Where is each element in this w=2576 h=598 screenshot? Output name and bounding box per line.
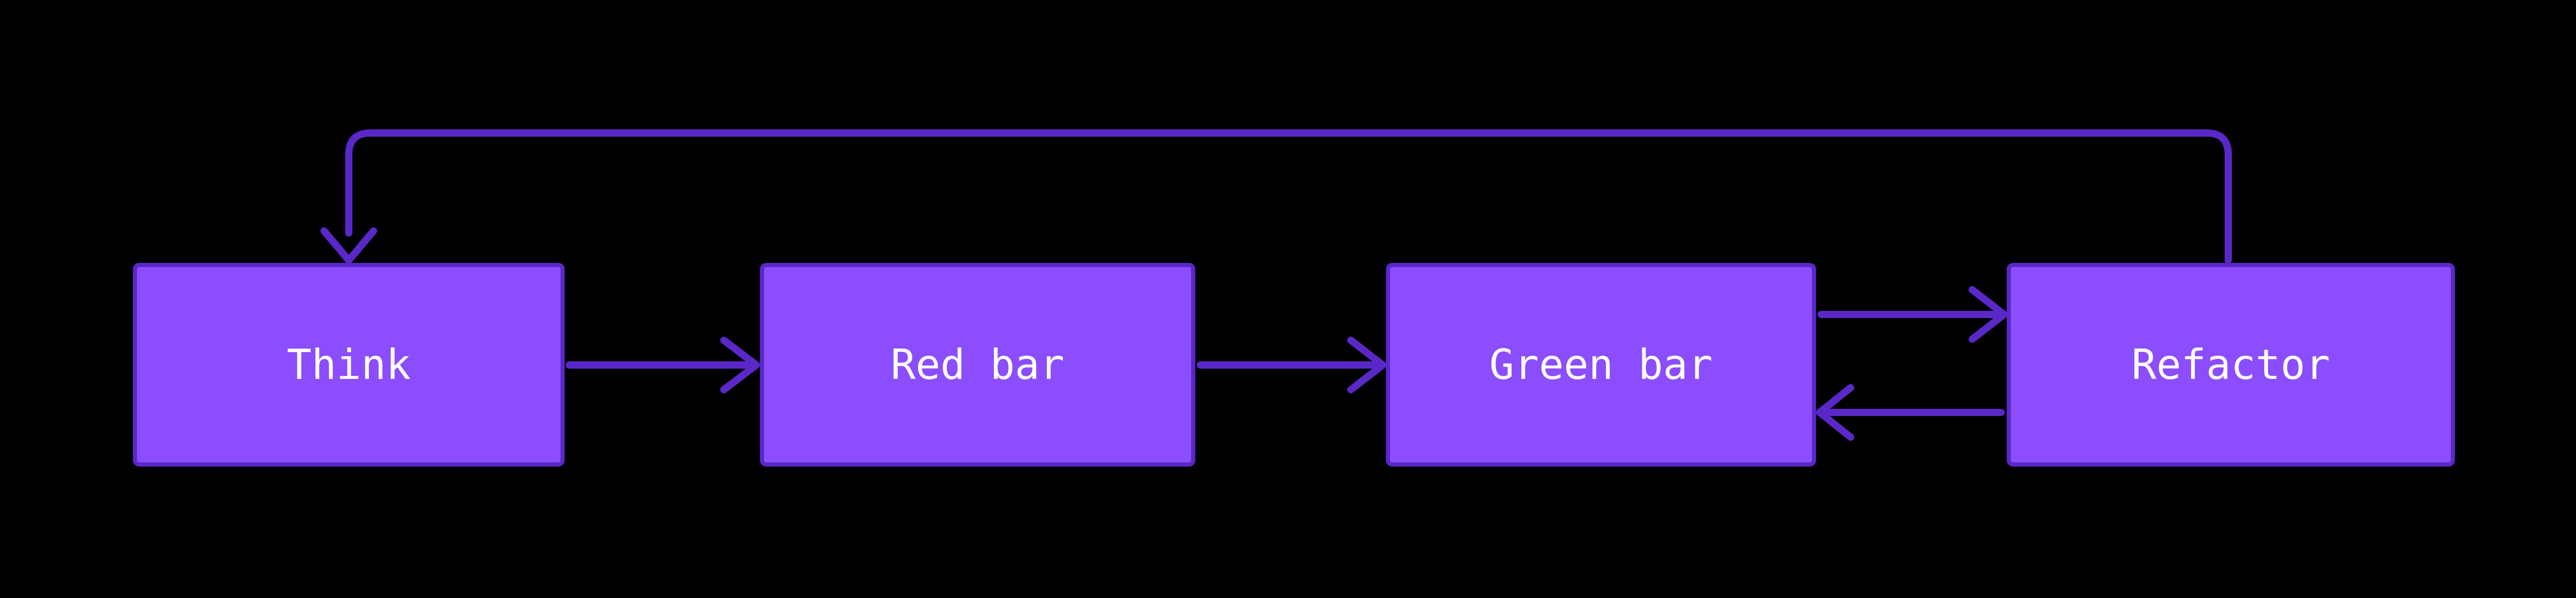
node-label-refactor: Refactor [2131,340,2330,389]
node-label-green-bar: Green bar [1489,340,1713,389]
node-label-think: Think [286,340,411,389]
node-think[interactable]: Think [133,263,565,467]
edge-red-to-green [1197,337,1386,393]
node-red-bar[interactable]: Red bar [760,263,1195,467]
edge-refactor-to-green [1816,384,2005,441]
node-refactor[interactable]: Refactor [2007,263,2455,467]
edge-think-to-red [566,337,760,393]
node-label-red-bar: Red bar [890,340,1065,389]
node-green-bar[interactable]: Green bar [1386,263,1816,467]
edge-refactor-to-think [320,129,2232,264]
edge-green-to-refactor [1818,286,2008,343]
